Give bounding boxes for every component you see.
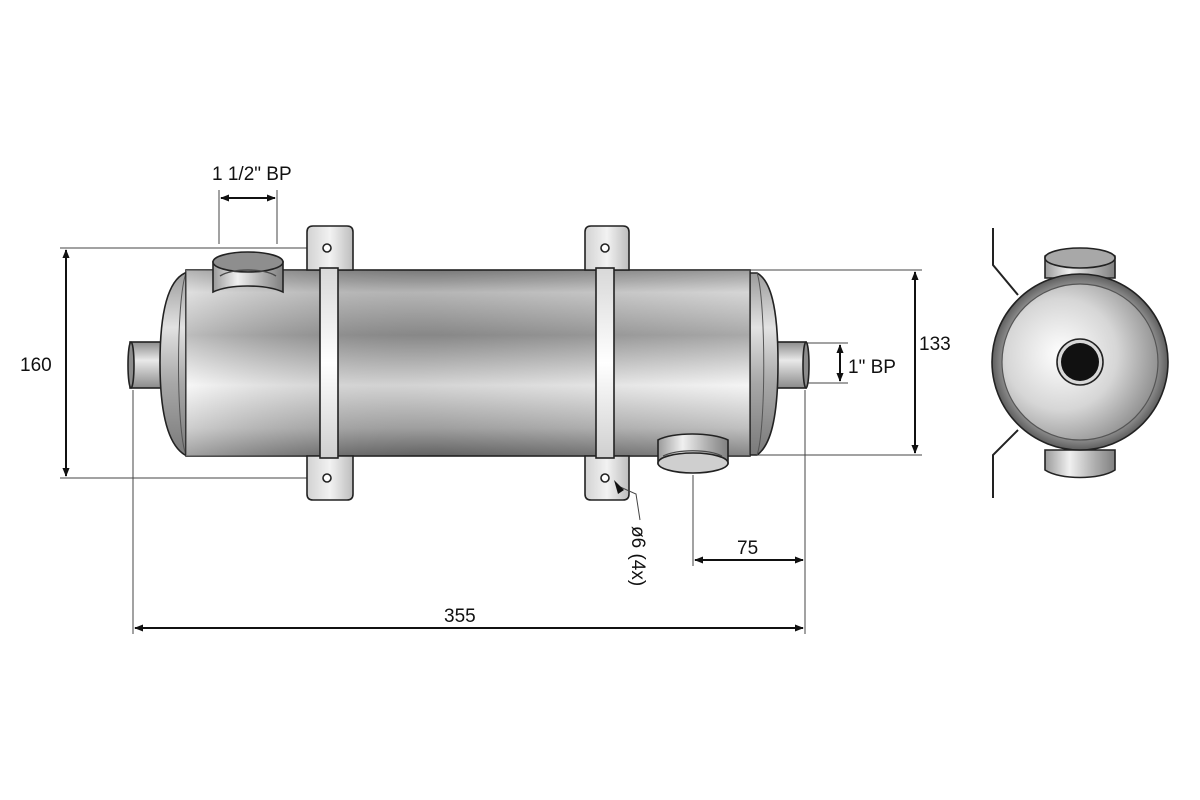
end-view <box>991 228 1169 498</box>
port-offset-label: 75 <box>737 538 758 559</box>
dimension-lines <box>62 194 919 632</box>
right-end-cap <box>744 272 779 456</box>
end-view-bottom-port <box>1044 449 1116 479</box>
overall-length-label: 355 <box>444 606 476 627</box>
end-view-wall-lines <box>992 228 1019 498</box>
end-view-bore <box>1056 338 1104 386</box>
overall-height-label: 160 <box>20 355 52 376</box>
mount-bracket-left-top <box>306 225 354 271</box>
mount-hole-leader <box>617 485 641 521</box>
bottom-side-port <box>657 433 729 474</box>
side-connection-label: 1 1/2" BP <box>212 164 292 185</box>
end-connection-label: 1" BP <box>848 357 896 378</box>
clamp-band-left <box>319 267 339 459</box>
top-side-port <box>212 251 284 294</box>
mount-holes-label: ø6 (4x) <box>627 526 648 586</box>
mount-bracket-right-top <box>584 225 630 271</box>
end-view-top-port <box>1044 247 1116 279</box>
shell-body <box>185 269 751 457</box>
side-view <box>60 190 922 634</box>
dimension-labels: 160 133 1 1/2" BP 1" BP 355 75 ø6 (4x) <box>20 164 951 627</box>
clamp-band-right <box>595 267 615 459</box>
shell-height-label: 133 <box>919 334 951 355</box>
mount-hole-leader-arrow <box>614 480 624 494</box>
mount-bracket-left-bottom <box>306 455 354 501</box>
mount-bracket-right-bottom <box>584 455 630 501</box>
